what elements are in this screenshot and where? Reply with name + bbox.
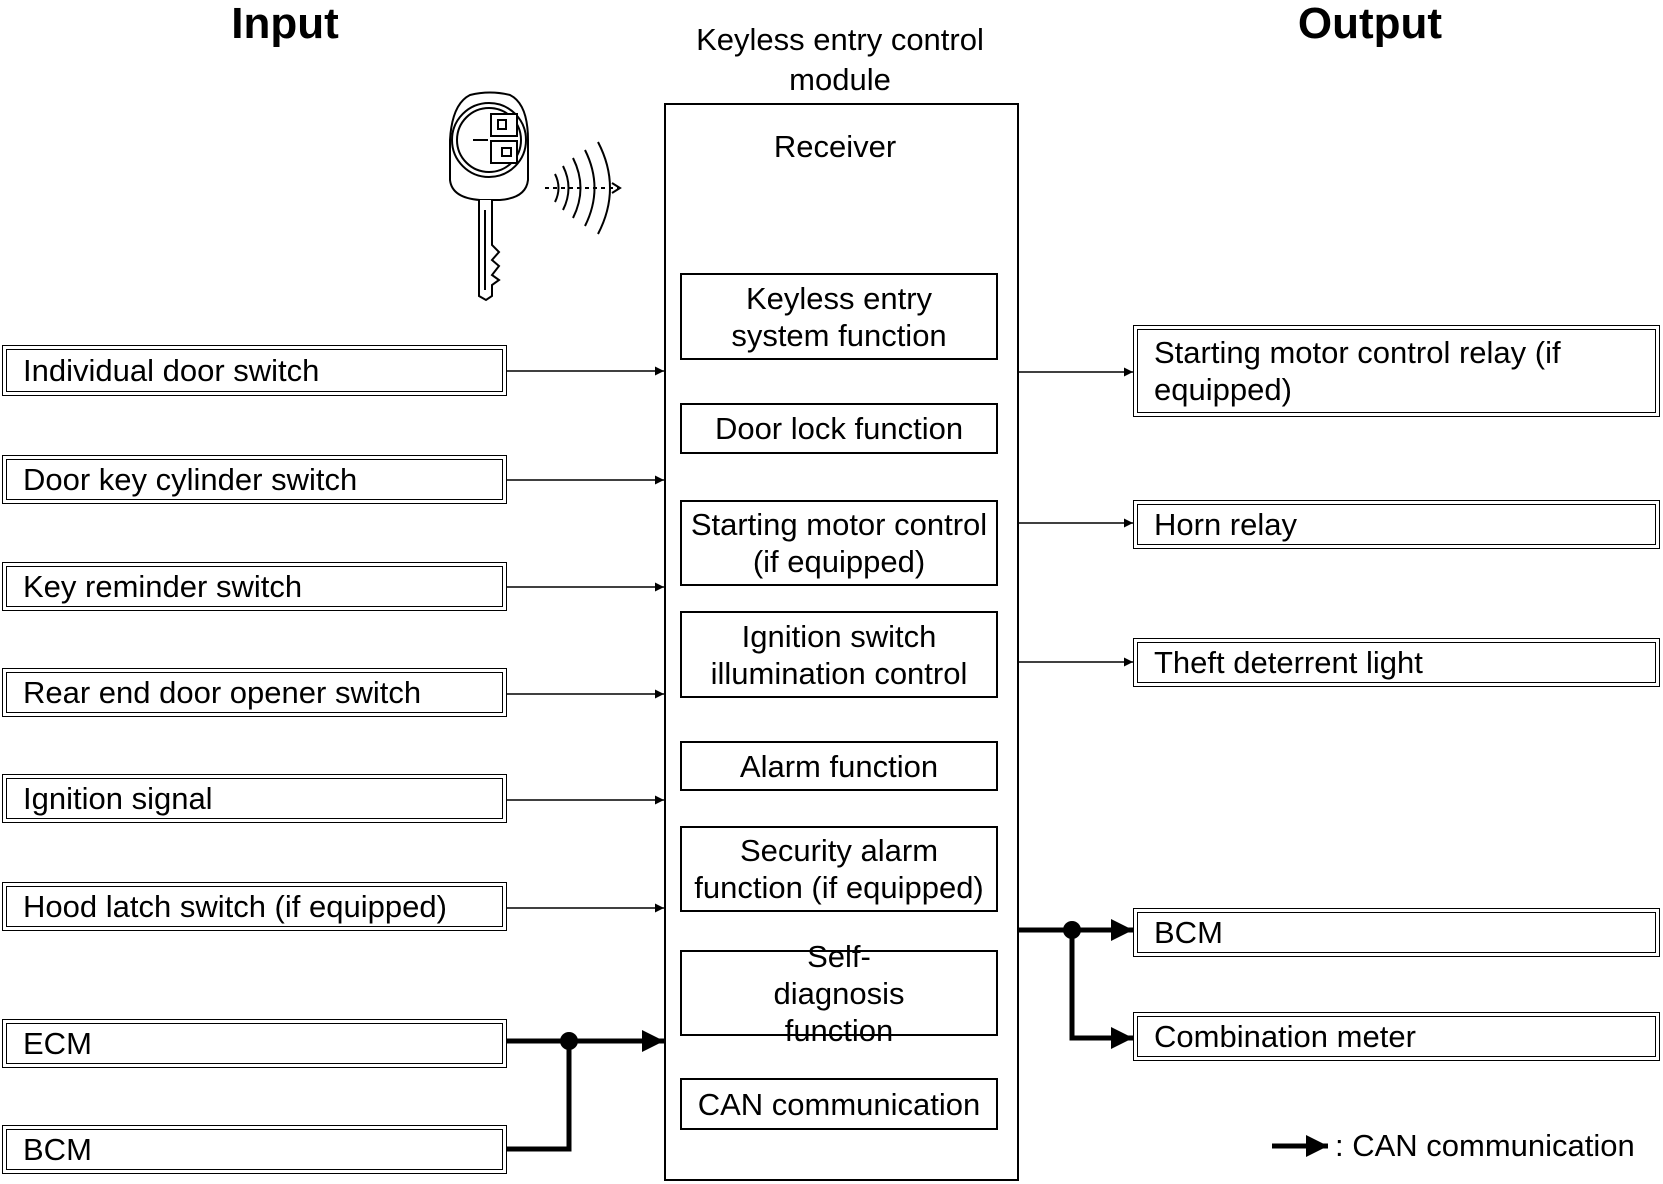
- function-ignition-switch-illumination: Ignition switch illumination control: [680, 611, 998, 698]
- output-starting-motor-control-relay: Starting motor control relay (if equippe…: [1133, 325, 1660, 417]
- input-rear-end-door-opener-switch: Rear end door opener switch: [2, 668, 507, 717]
- function-door-lock: Door lock function: [680, 403, 998, 454]
- output-theft-deterrent-light: Theft deterrent light: [1133, 638, 1660, 687]
- output-label: Combination meter: [1137, 1016, 1656, 1057]
- can-junction-output: [1063, 921, 1081, 939]
- input-label: Individual door switch: [6, 349, 503, 392]
- input-key-reminder-switch: Key reminder switch: [2, 562, 507, 611]
- input-bcm: BCM: [2, 1125, 507, 1174]
- output-label: BCM: [1137, 912, 1656, 953]
- module-title: Keyless entry control module: [696, 22, 984, 97]
- radio-wave-icon: [545, 141, 622, 235]
- function-alarm: Alarm function: [680, 741, 998, 791]
- input-label: Rear end door opener switch: [6, 672, 503, 713]
- key-fob-icon: [449, 91, 529, 302]
- output-label: Starting motor control relay (if equippe…: [1137, 329, 1656, 413]
- receiver-label: Receiver: [773, 129, 897, 164]
- input-label: Key reminder switch: [6, 566, 503, 607]
- can-wire-combination-meter: [1069, 930, 1133, 1049]
- output-bcm: BCM: [1133, 908, 1660, 957]
- output-label: Theft deterrent light: [1137, 642, 1656, 683]
- function-security-alarm: Security alarm function (if equipped): [680, 826, 998, 912]
- can-junction-input: [560, 1032, 578, 1050]
- output-horn-relay: Horn relay: [1133, 500, 1660, 549]
- function-keyless-entry-system: Keyless entry system function: [680, 273, 998, 360]
- output-label: Horn relay: [1137, 504, 1656, 545]
- input-label: BCM: [6, 1129, 503, 1170]
- function-starting-motor-control: Starting motor control (if equipped): [680, 500, 998, 586]
- can-wire-bcm-input: [507, 1041, 572, 1152]
- input-label: Ignition signal: [6, 778, 503, 819]
- input-hood-latch-switch: Hood latch switch (if equipped): [2, 882, 507, 931]
- output-combination-meter: Combination meter: [1133, 1012, 1660, 1061]
- input-label: ECM: [6, 1023, 503, 1064]
- input-ignition-signal: Ignition signal: [2, 774, 507, 823]
- function-self-diagnosis: Self-diagnosis function: [680, 939, 998, 1048]
- legend-label: : CAN communication: [1335, 1128, 1635, 1163]
- input-ecm: ECM: [2, 1019, 507, 1068]
- input-label: Door key cylinder switch: [6, 459, 503, 500]
- input-individual-door-switch: Individual door switch: [2, 345, 507, 396]
- input-door-key-cylinder-switch: Door key cylinder switch: [2, 455, 507, 504]
- input-label: Hood latch switch (if equipped): [6, 886, 503, 927]
- input-heading: Input: [231, 0, 339, 48]
- output-heading: Output: [1297, 0, 1443, 48]
- function-can-communication: CAN communication: [680, 1078, 998, 1130]
